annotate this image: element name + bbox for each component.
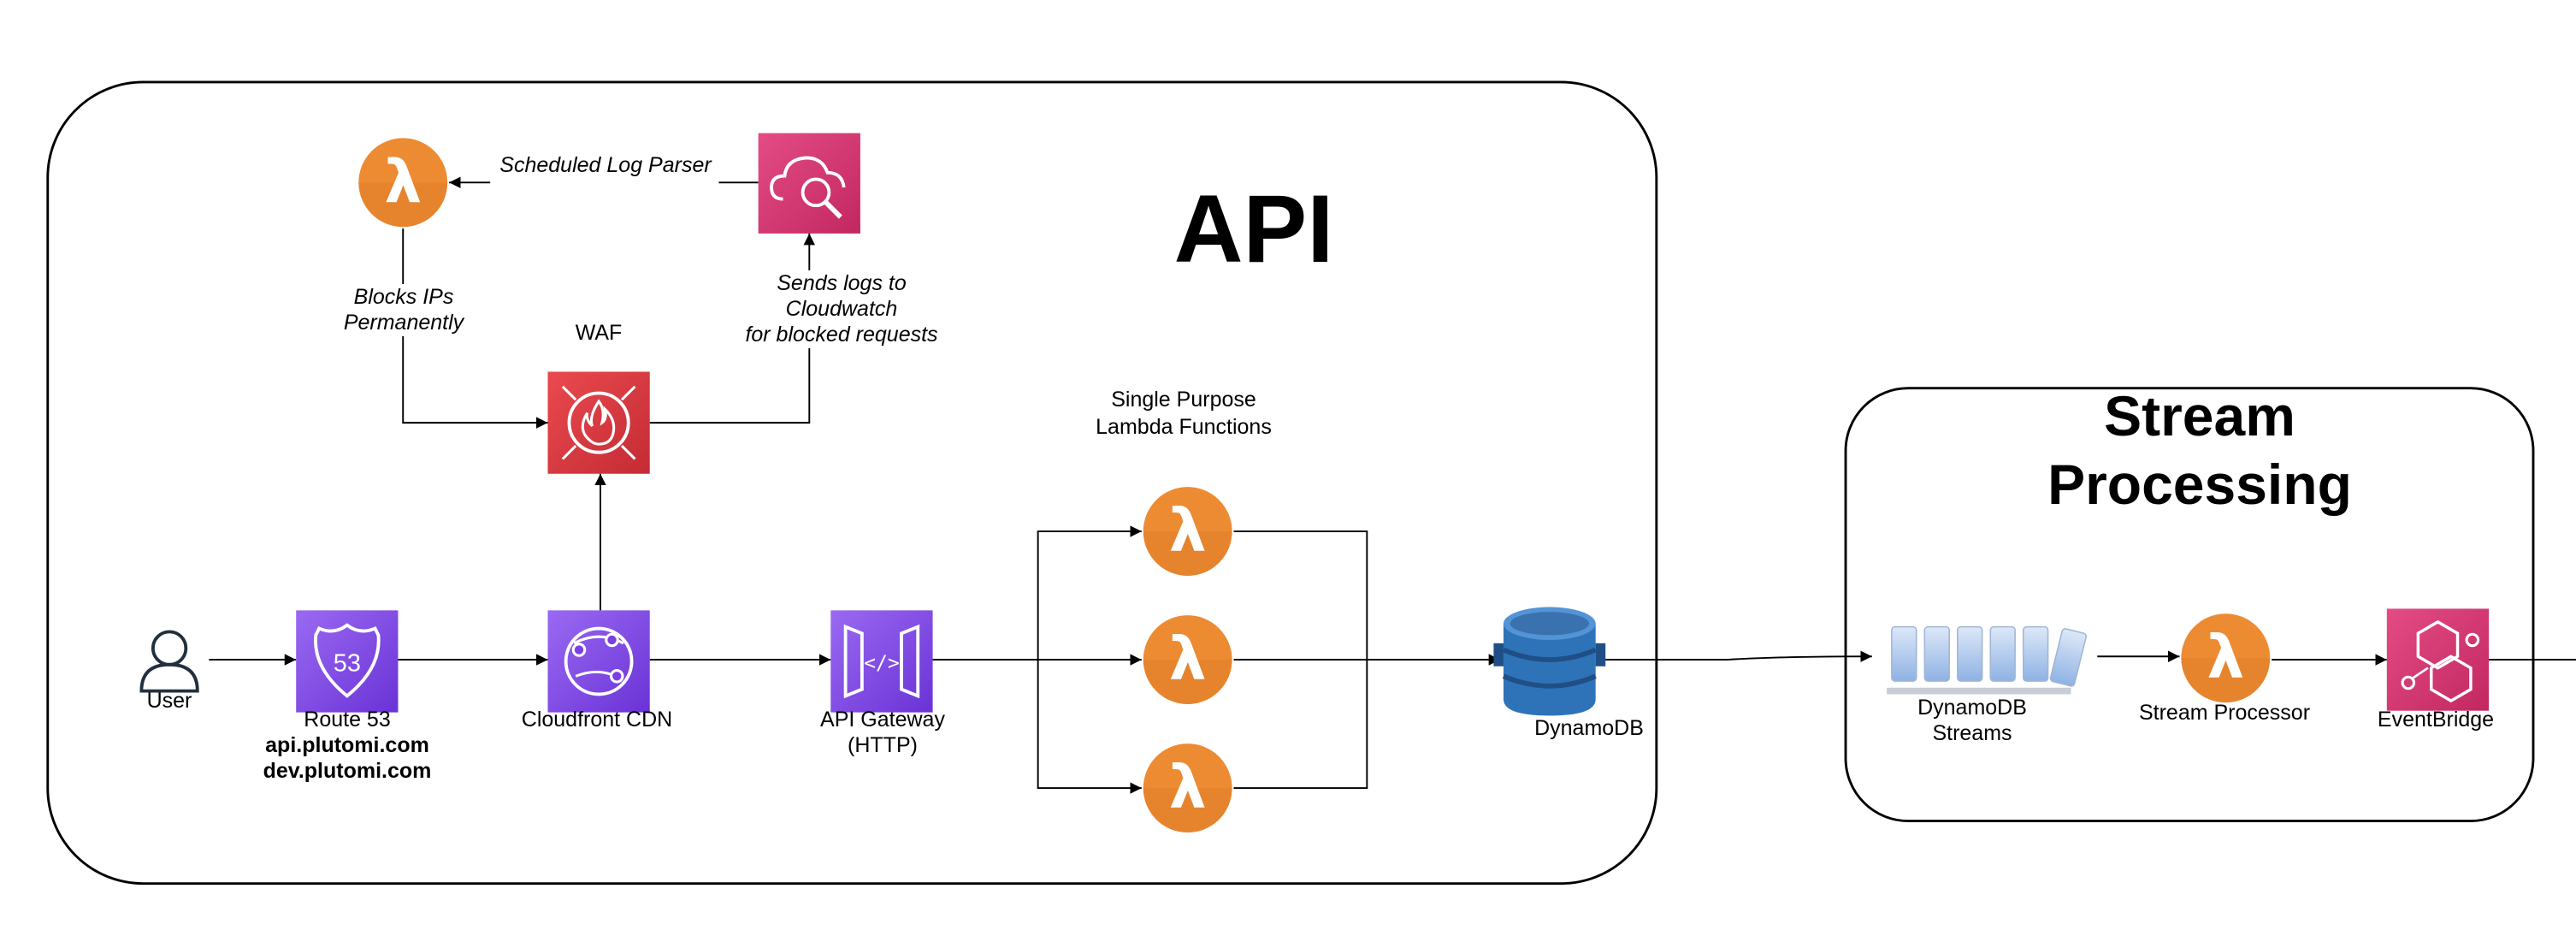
svg-text:</>: </> bbox=[864, 653, 900, 675]
dynamodb-label: DynamoDB bbox=[1534, 716, 1644, 740]
svg-text:53: 53 bbox=[334, 650, 361, 678]
eventbridge-icon bbox=[2386, 608, 2490, 711]
cloudwatch-logs-icon bbox=[758, 133, 860, 234]
user-label: User bbox=[146, 689, 192, 713]
user-icon bbox=[139, 630, 199, 693]
cloudfront-label: Cloudfront CDN bbox=[521, 708, 673, 732]
cloudfront-icon bbox=[547, 610, 650, 713]
edge-dynamo-streams bbox=[1598, 650, 1872, 662]
lambda-function-bottom-icon bbox=[1143, 743, 1232, 833]
edge-lambda-bottom-dynamo bbox=[1233, 660, 1368, 790]
waf-icon bbox=[547, 371, 650, 474]
dynamodb-streams-label-line1: DynamoDB bbox=[1917, 696, 2027, 720]
api-group-box bbox=[46, 80, 1658, 886]
edge-label-sends-logs-line1: Sends logs to bbox=[713, 270, 970, 297]
route53-domain-api: api.plutomi.com bbox=[265, 733, 429, 757]
api-group-title: API bbox=[1173, 175, 1334, 282]
edge-label-blocks-ips-line2: Permanently bbox=[322, 310, 486, 336]
log-parser-lambda-icon bbox=[358, 138, 448, 228]
edge-apigw-lambda-bottom bbox=[1037, 660, 1142, 794]
dynamodb-streams-label-line2: Streams bbox=[1932, 721, 2012, 745]
lambda-function-top-icon bbox=[1143, 487, 1232, 576]
lambdas-label-line2: Lambda Functions bbox=[1096, 415, 1272, 439]
edge-label-scheduled-log-parser: Scheduled Log Parser bbox=[494, 152, 717, 179]
route53-icon: 53 bbox=[296, 610, 399, 713]
dynamodb-streams-icon bbox=[1887, 625, 2088, 695]
edge-lambda-top-dynamo bbox=[1233, 530, 1368, 661]
edge-label-sends-logs-line2: Cloudwatch bbox=[713, 296, 970, 323]
stream-processing-title-line1: Stream bbox=[2104, 384, 2295, 447]
lambdas-label-line1: Single Purpose bbox=[1111, 388, 1256, 412]
edges bbox=[209, 176, 2576, 794]
stream-processor-lambda-icon bbox=[2181, 613, 2271, 703]
stream-processor-label: Stream Processor bbox=[2138, 701, 2311, 725]
api-gateway-label-line1: API Gateway bbox=[820, 708, 945, 732]
lambda-function-middle-icon bbox=[1143, 615, 1232, 705]
edge-apigw-lambda-top bbox=[1037, 525, 1142, 661]
edge-label-sends-logs-line3: for blocked requests bbox=[713, 322, 970, 348]
api-gateway-icon: </> bbox=[830, 610, 933, 713]
route53-domain-dev: dev.plutomi.com bbox=[263, 759, 432, 783]
dynamodb-icon bbox=[1493, 607, 1606, 716]
edge-label-blocks-ips-line1: Blocks IPs bbox=[322, 284, 486, 311]
route53-label: Route 53 bbox=[304, 708, 391, 732]
waf-label: WAF bbox=[575, 321, 623, 345]
eventbridge-label: EventBridge bbox=[2377, 708, 2495, 732]
api-gateway-label-line2: (HTTP) bbox=[848, 733, 918, 757]
stream-processing-title-line2: Processing bbox=[2047, 453, 2352, 516]
stream-processing-group-box bbox=[1844, 387, 2535, 823]
